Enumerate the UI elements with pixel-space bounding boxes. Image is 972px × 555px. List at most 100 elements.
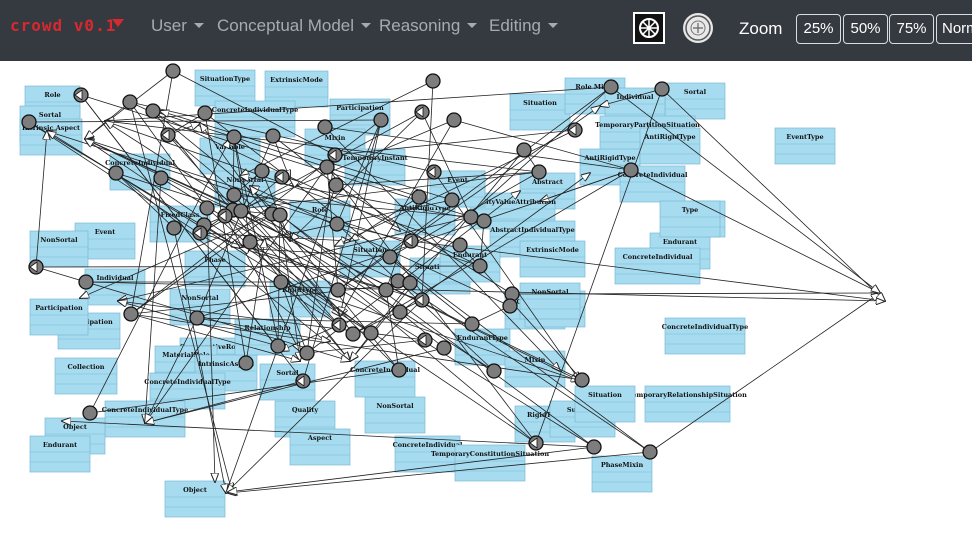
relationship-line[interactable] [47,131,372,334]
connector-node[interactable] [242,234,258,250]
connector-node[interactable] [464,316,480,332]
connector-node[interactable] [166,220,182,236]
connector-node[interactable] [21,114,37,130]
relationship-line[interactable] [35,265,481,268]
class-box[interactable]: EventType [774,127,836,165]
relationship-line[interactable] [129,101,435,173]
class-box[interactable]: Participation [29,298,89,336]
connector-node[interactable] [411,189,427,205]
relationship-line[interactable] [173,227,226,493]
relationship-line[interactable] [145,317,198,423]
connector-node[interactable] [197,105,213,121]
connector-node[interactable] [238,355,254,371]
connector-node[interactable] [516,142,532,158]
connector-node[interactable] [425,73,441,89]
menu-reasoning[interactable]: Reasoning [379,16,478,36]
connector-node[interactable] [78,274,94,290]
relationship-line[interactable] [302,119,382,382]
relationship-line[interactable] [172,70,336,156]
connector-node[interactable] [273,274,289,290]
connector-node[interactable] [603,79,619,95]
class-box[interactable]: ConcreteIndividual [393,435,463,473]
connector-node[interactable] [502,298,518,314]
relationship-line[interactable] [160,177,595,448]
relationship-line[interactable] [85,139,537,444]
connector-node[interactable] [108,165,124,181]
relationship-line[interactable] [306,339,426,354]
relationship-line[interactable] [204,112,290,179]
relationship-line[interactable] [245,239,265,364]
connector-node[interactable] [486,363,502,379]
connector-node[interactable] [122,94,138,110]
relationship-line[interactable] [453,119,632,171]
relationship-line[interactable] [167,134,537,444]
relationship-line[interactable] [145,154,336,423]
connector-node[interactable] [345,326,361,342]
relationship-line[interactable] [145,177,162,423]
connector-node[interactable] [436,340,452,356]
connector-node[interactable] [642,444,658,460]
app-logo[interactable]: crowd v0.1 [10,16,117,35]
connector-node[interactable] [373,112,389,128]
relationship-line[interactable] [145,380,304,423]
relationship-line[interactable] [28,121,340,326]
connector-node[interactable] [233,203,249,219]
zoom-50-button[interactable]: 50% [843,14,888,44]
relationship-line[interactable] [600,88,663,106]
relationship-line[interactable] [290,179,473,325]
class-box[interactable]: ConcreteIndividual [614,247,701,285]
relationship-line[interactable] [280,281,580,381]
connector-node[interactable] [472,258,488,274]
relationship-line[interactable] [226,299,423,493]
connector-node[interactable] [476,213,492,229]
relationship-line[interactable] [399,173,590,313]
class-box[interactable]: SituationType [194,69,256,107]
relationship-line[interactable] [385,86,612,291]
relationship-line[interactable] [105,121,495,372]
relationship-line[interactable] [389,256,651,453]
relationship-line[interactable] [35,131,47,268]
connector-node[interactable] [189,310,205,326]
menu-user[interactable]: User [151,16,204,36]
class-box[interactable]: ConcreteIndividualType [662,317,748,355]
zoom-75-button[interactable]: 75% [889,14,934,44]
relationship-line[interactable] [145,347,445,423]
relationship-line[interactable] [228,446,595,492]
relationship-line[interactable] [80,213,273,298]
relationship-line[interactable] [535,88,663,444]
connector-node[interactable] [363,325,379,341]
connector-node[interactable] [330,282,346,298]
relationship-line[interactable] [410,240,885,301]
relationship-line[interactable] [397,280,651,453]
connector-node[interactable] [270,338,286,354]
class-box[interactable]: Individual [84,268,146,306]
class-box[interactable]: ConcreteIndividual [350,360,420,398]
relationship-line[interactable] [610,86,880,293]
relationship-line[interactable] [160,111,453,201]
class-box[interactable]: TemporaryRelationshipSituation [628,385,747,423]
relationship-line[interactable] [80,94,304,382]
class-box[interactable]: NonSortal [519,282,581,320]
relationship-line[interactable] [334,129,576,156]
connector-node[interactable] [391,362,407,378]
relationship-line[interactable] [85,101,131,139]
logo-dropdown-caret-icon[interactable] [112,19,124,27]
connector-node[interactable] [299,345,315,361]
menu-editing[interactable]: Editing [489,16,558,36]
connector-node[interactable] [319,159,335,175]
relationship-line[interactable] [279,214,595,448]
relationship-line[interactable] [290,111,423,241]
zoom-normal-button[interactable]: Norm [936,14,972,44]
class-box[interactable]: Sortal [664,82,726,120]
relationship-line[interactable] [130,313,300,361]
relationship-line[interactable] [115,172,234,211]
connector-node[interactable] [328,177,344,193]
connector-node[interactable] [254,163,270,179]
relationship-line[interactable] [272,135,337,186]
connector-node[interactable] [265,128,281,144]
relationship-line[interactable] [337,106,600,291]
class-box[interactable]: ConcreteIndividualType [212,100,298,138]
connector-node[interactable] [463,209,479,225]
